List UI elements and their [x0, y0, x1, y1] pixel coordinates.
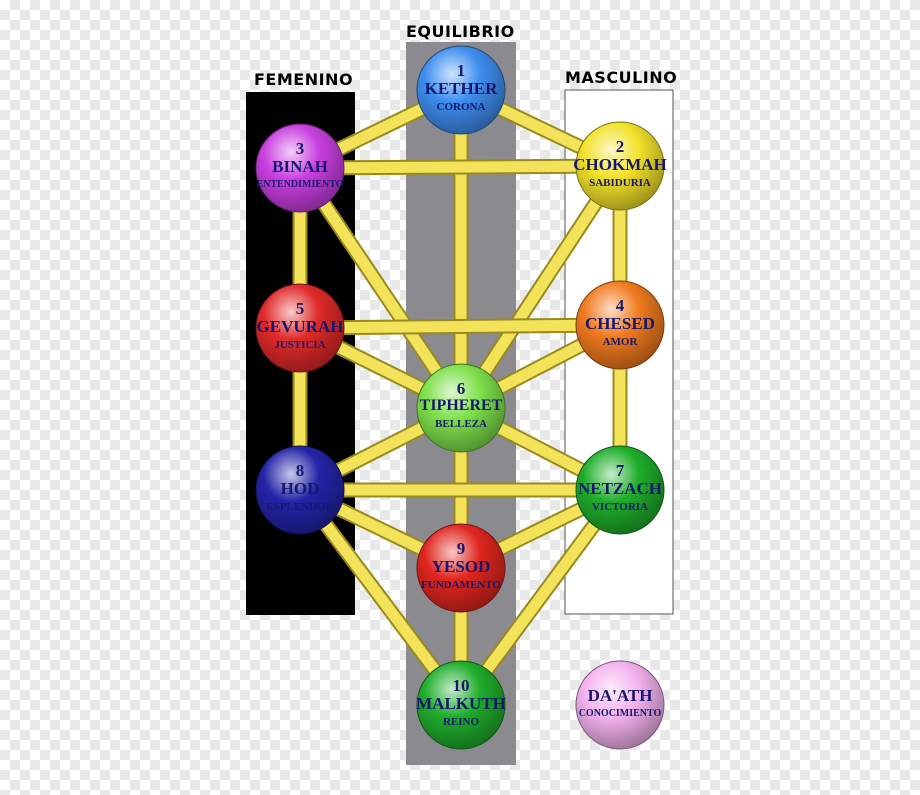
pillar-label-equilibrio: EQUILIBRIO: [406, 22, 515, 41]
sefirah-malkuth-circle: [416, 660, 506, 750]
sefirah-daath-circle: [575, 660, 665, 750]
path-chesed-gevurah: [294, 319, 626, 334]
sefirah-gevurah-circle: [255, 283, 345, 373]
sefirah-chesed-circle: [575, 280, 665, 370]
path-hod-malkuth: [294, 484, 467, 711]
sefirah-hod-circle: [255, 445, 345, 535]
sefirah-binah-circle: [255, 123, 345, 213]
sefirah-chokmah-circle: [575, 121, 665, 211]
sefirah-yesod-circle: [416, 523, 506, 613]
pillar-label-masculino: MASCULINO: [565, 68, 678, 87]
path-netzach-malkuth: [455, 484, 626, 711]
sefirah-netzach-circle: [575, 445, 665, 535]
sefirah-kether-circle: [416, 45, 506, 135]
sefirah-tipheret-circle: [416, 363, 506, 453]
path-chokmah-binah: [294, 160, 626, 174]
path-chokmah-tipheret: [455, 160, 626, 414]
pillar-label-femenino: FEMENINO: [254, 70, 354, 89]
nodes-layer: [255, 45, 665, 750]
path-binah-tipheret: [294, 162, 467, 414]
